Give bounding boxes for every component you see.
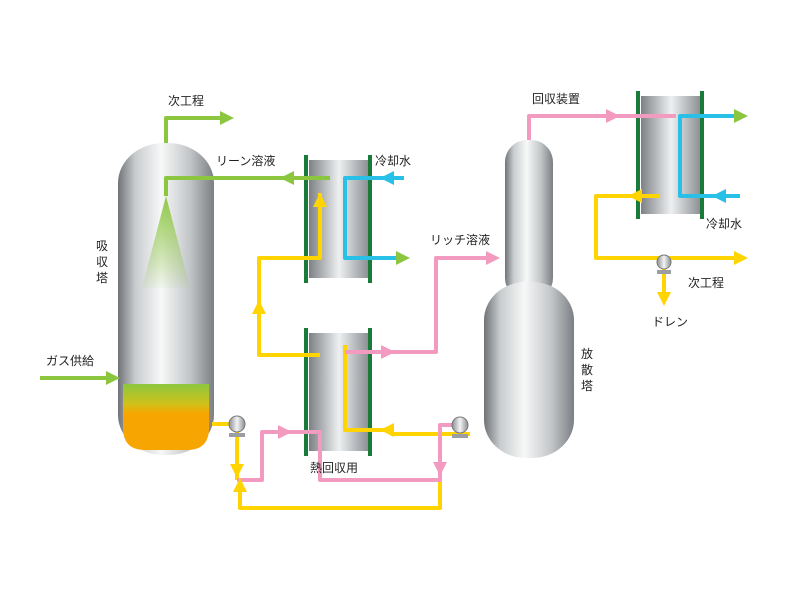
arrow-rich-hx2-in xyxy=(278,425,292,439)
stripper-tower-char-2: 散 xyxy=(581,362,593,377)
arrow-stripper-next xyxy=(734,251,748,265)
stripper-overhead-pipe xyxy=(527,114,676,140)
rich-outlet-pipe xyxy=(212,422,239,480)
gas-supply-label: ガス供給 xyxy=(46,354,94,368)
stripper-next-label: 次工程 xyxy=(688,275,724,290)
absorber-tower-char-3: 塔 xyxy=(96,271,108,285)
stripper-tower-char-1: 放 xyxy=(581,346,593,361)
stripper-tower xyxy=(484,140,574,458)
arrow-rich-down-2 xyxy=(433,462,447,476)
arrow-lean-hx2-in xyxy=(380,423,394,437)
arrow-rich-stripper xyxy=(486,251,500,265)
absorber-tower-char-1: 吸 xyxy=(96,239,108,253)
absorber-tower-char-2: 収 xyxy=(96,255,108,269)
lean-cooler xyxy=(304,155,372,283)
rich-solution-label: リッチ溶液 xyxy=(430,232,490,247)
arrow-lean-solution xyxy=(280,171,294,185)
drain-valve xyxy=(656,254,672,274)
cooling-water-1-pipe xyxy=(343,176,404,260)
arrow-lean-up-2 xyxy=(233,478,247,492)
arrow-cw1-out xyxy=(396,251,410,265)
absorber-bottom-pump xyxy=(228,415,246,437)
arrow-drain xyxy=(657,292,671,306)
arrow-cw2-in xyxy=(712,189,726,203)
drain-label: ドレン xyxy=(652,315,688,329)
spray-cone xyxy=(142,196,190,288)
absorber-tower xyxy=(118,143,214,455)
arrow-rich-hx-out xyxy=(381,345,395,359)
arrow-cw1-in xyxy=(380,171,394,185)
recovery-condenser xyxy=(636,91,704,219)
arrow-lean-hx1-in xyxy=(313,193,327,207)
cooling-water-2-label: 冷却水 xyxy=(706,217,742,231)
arrow-recovery-device xyxy=(606,109,620,123)
heat-recovery-exchanger xyxy=(304,328,372,456)
lean-return-pipe xyxy=(238,432,470,510)
recovery-device-label: 回収装置 xyxy=(532,92,580,106)
arrow-rich-down xyxy=(230,464,244,478)
arrow-gas-supply xyxy=(106,371,120,385)
absorber-overhead-pipe xyxy=(164,116,222,143)
cooling-water-1-label: 冷却水 xyxy=(375,154,411,168)
arrow-cw2-out xyxy=(734,109,748,123)
lean-solution-label: リーン溶液 xyxy=(216,153,275,168)
absorber-next-label: 次工程 xyxy=(168,93,204,108)
absorber-liquid xyxy=(123,384,209,450)
heat-recovery-label: 熱回収用 xyxy=(310,461,358,475)
rich-loop-pipe xyxy=(237,423,460,482)
cooling-water-2-pipe xyxy=(678,114,740,198)
arrow-lean-up xyxy=(252,300,266,314)
lean-riser-pipe xyxy=(257,193,322,357)
arrow-absorber-next xyxy=(220,111,234,125)
arrow-condensate xyxy=(628,189,642,203)
lean-solution-pipe xyxy=(164,176,330,196)
stripper-tower-char-3: 塔 xyxy=(581,379,593,393)
stripper-bottom-pump xyxy=(451,416,469,438)
